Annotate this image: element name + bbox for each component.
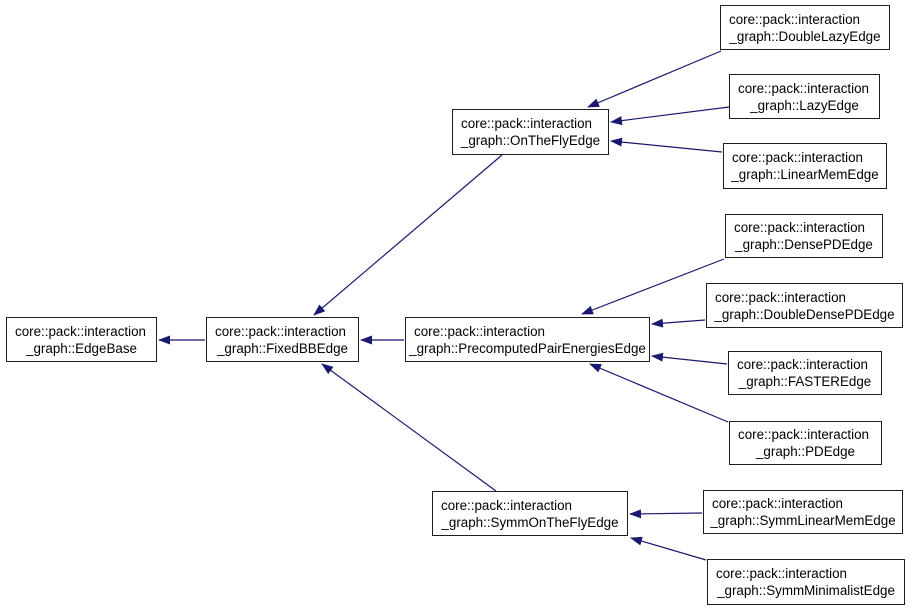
class-name-line2: _graph::EdgeBase <box>26 340 137 356</box>
class-name-line2: _graph::OnTheFlyEdge <box>460 133 601 148</box>
class-node-precomputedpairenergiesedge[interactable]: core::pack::interaction_graph::Precomput… <box>405 317 650 362</box>
inheritance-arrow-symmlinearmemedge-to-symmontheflyedge <box>629 509 703 519</box>
class-name-line2: _graph::DoubleDensePDEdge <box>714 306 895 322</box>
class-name-line2: _graph::DensePDEdge <box>735 237 873 252</box>
class-name-line2: _graph::DoubleLazyEdge <box>729 28 881 44</box>
class-name-line1: core::pack::interaction <box>215 323 346 339</box>
class-node-ontheflyedge[interactable]: core::pack::interaction_graph::OnTheFlyE… <box>452 109 609 155</box>
class-name-line1: core::pack::interaction <box>414 323 545 339</box>
inheritance-arrow-doubledensepdedge-to-precomputedpairenergiesedge <box>651 318 706 328</box>
class-name-line1: core::pack::interaction <box>737 357 868 372</box>
class-node-pdedge[interactable]: core::pack::interaction_graph::PDEdge <box>729 421 882 465</box>
class-name-line1: core::pack::interaction <box>738 80 869 96</box>
inheritance-arrow-lazyedge-to-ontheflyedge <box>610 106 730 126</box>
inheritance-arrow-symmontheflyedge-to-fixedbbedge <box>321 363 497 492</box>
class-name-line1: core::pack::interaction <box>441 497 572 513</box>
class-name-line1: core::pack::interaction <box>712 496 843 511</box>
class-node-symmlinearmemedge[interactable]: core::pack::interaction_graph::SymmLinea… <box>703 490 903 534</box>
class-name-line1: core::pack::interaction <box>461 116 592 131</box>
inheritance-arrow-doublelazyedge-to-ontheflyedge <box>587 50 722 108</box>
class-node-edgebase[interactable]: core::pack::interaction_graph::EdgeBase <box>6 317 157 362</box>
class-name-line2: _graph::SymmLinearMemEdge <box>710 513 896 528</box>
class-name-line2: _graph::LazyEdge <box>750 97 859 113</box>
class-node-doublelazyedge[interactable]: core::pack::interaction_graph::DoubleLaz… <box>720 5 890 50</box>
class-name-line2: _graph::PDEdge <box>755 444 855 459</box>
class-name-line2: _graph::PrecomputedPairEnergiesEdge <box>409 340 646 356</box>
inheritance-arrow-linearmemedge-to-ontheflyedge <box>610 137 723 153</box>
class-name-line2: _graph::SymmMinimalistEdge <box>717 583 895 598</box>
class-name-line1: core::pack::interaction <box>729 11 860 27</box>
class-node-linearmemedge[interactable]: core::pack::interaction_graph::LinearMem… <box>723 143 887 189</box>
class-name-line2: _graph::SymmOnTheFlyEdge <box>441 514 619 530</box>
inheritance-arrow-densepdedge-to-precomputedpairenergiesedge <box>581 258 725 315</box>
class-node-doubledensepdedge[interactable]: core::pack::interaction_graph::DoubleDen… <box>706 283 903 328</box>
class-name-line2: _graph::LinearMemEdge <box>731 167 879 182</box>
inheritance-arrow-pdedge-to-precomputedpairenergiesedge <box>589 363 729 423</box>
class-node-densepdedge[interactable]: core::pack::interaction_graph::DensePDEd… <box>725 214 883 258</box>
class-name-line1: core::pack::interaction <box>738 427 869 442</box>
class-node-fasteredge[interactable]: core::pack::interaction_graph::FASTEREdg… <box>728 351 882 395</box>
class-name-line1: core::pack::interaction <box>15 323 146 339</box>
class-node-lazyedge[interactable]: core::pack::interaction_graph::LazyEdge <box>729 74 880 119</box>
inheritance-arrow-ontheflyedge-to-fixedbbedge <box>313 154 503 316</box>
class-name-line1: core::pack::interaction <box>716 566 847 581</box>
class-node-fixedbbedge[interactable]: core::pack::interaction_graph::FixedBBEd… <box>206 317 359 362</box>
class-name-line1: core::pack::interaction <box>732 150 863 165</box>
class-name-line2: _graph::FASTEREdge <box>738 374 872 389</box>
class-node-symmontheflyedge[interactable]: core::pack::interaction_graph::SymmOnThe… <box>432 491 628 536</box>
edge-lines-group <box>158 50 730 561</box>
class-name-line1: core::pack::interaction <box>734 220 865 235</box>
class-node-symmminimalistedge[interactable]: core::pack::interaction_graph::SymmMinim… <box>707 559 905 605</box>
inheritance-arrow-fasteredge-to-precomputedpairenergiesedge <box>651 352 728 365</box>
inheritance-arrow-symmminimalistedge-to-symmontheflyedge <box>630 536 707 561</box>
class-name-line2: _graph::FixedBBEdge <box>216 340 349 356</box>
class-name-line1: core::pack::interaction <box>715 289 846 305</box>
